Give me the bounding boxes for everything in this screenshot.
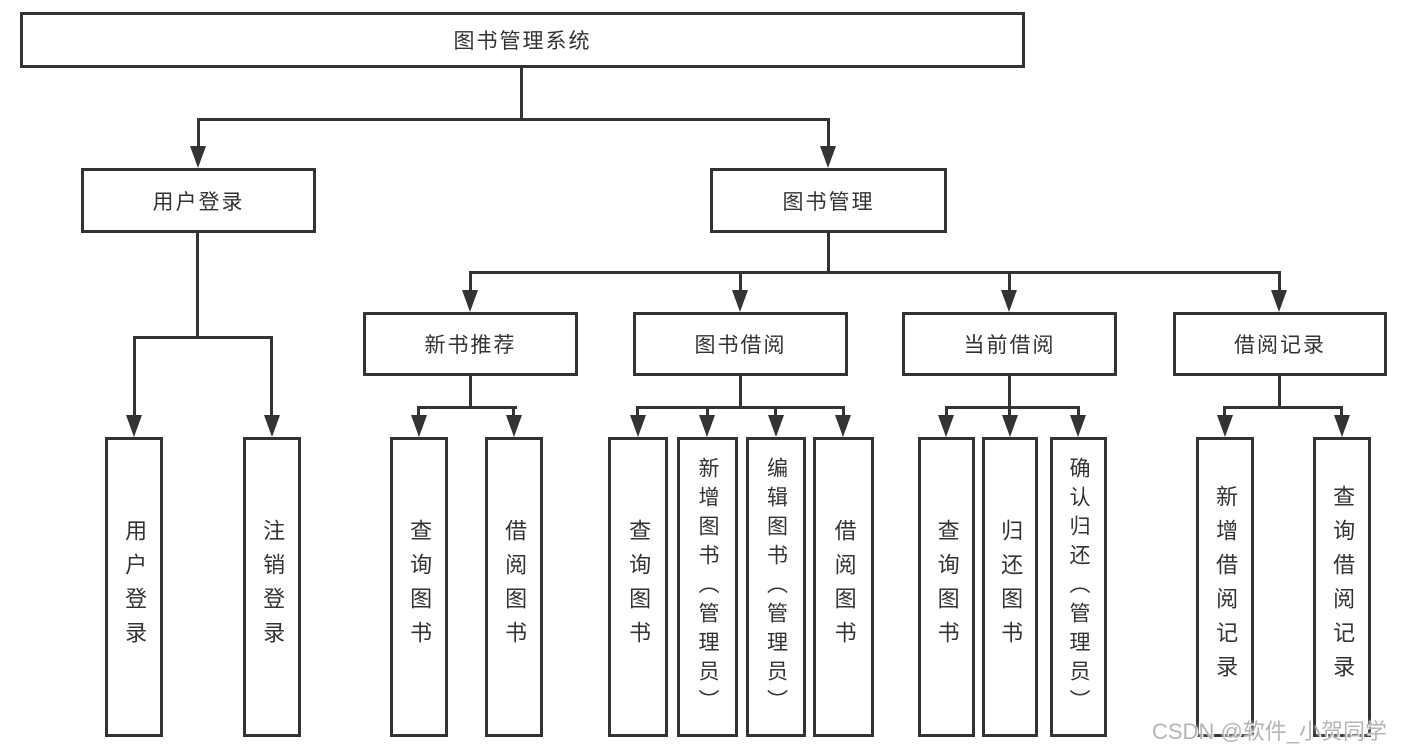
arrow-down-icon: [1070, 415, 1086, 437]
leaf-label: 借阅图书: [831, 519, 857, 655]
node-label: 当前借阅: [963, 334, 1056, 357]
arrow-down-icon: [938, 415, 954, 437]
node-label: 新书推荐: [424, 334, 517, 357]
connector-current-drop-1: [945, 406, 948, 417]
leaf-nb-query-books: 查询图书: [390, 437, 448, 737]
arrow-down-icon: [1001, 290, 1017, 312]
connector-bookmgmt-drop-3: [1008, 271, 1011, 292]
connector-userlogin-drop-1: [133, 336, 136, 418]
leaf-label: 查询图书: [934, 519, 960, 655]
leaf-label: 用户登录: [122, 519, 148, 655]
node-book-borrow: 图书借阅: [633, 312, 848, 376]
leaf-bb-add-books-admin: 新增图书（管理员）: [677, 437, 738, 737]
node-label: 用户登录: [152, 190, 245, 214]
connector-borrow-drop-2: [706, 406, 709, 417]
connector-bookmgmt-drop-1: [469, 271, 472, 292]
arrow-down-icon: [462, 290, 478, 312]
connector-current-drop-2: [1008, 406, 1011, 417]
leaf-cb-query-books: 查询图书: [918, 437, 975, 737]
leaf-cb-confirm-return-admin: 确认归还（管理员）: [1050, 437, 1107, 737]
leaf-label: 确认归还（管理员）: [1067, 456, 1091, 718]
connector-borrow-bar: [636, 406, 845, 409]
connector-newbooks-stem: [469, 375, 472, 408]
connector-bookmgmt-drop-2: [739, 271, 742, 292]
leaf-br-add-record: 新增借阅记录: [1196, 437, 1254, 737]
node-label: 借阅记录: [1234, 334, 1326, 357]
connector-userlogin-drop-2: [270, 336, 273, 418]
connector-root-drop-right: [827, 118, 830, 148]
connector-root-stem: [520, 66, 523, 121]
arrow-down-icon: [768, 415, 784, 437]
connector-current-drop-3: [1077, 406, 1080, 417]
connector-root-drop-left: [197, 118, 200, 148]
connector-current-bar: [945, 406, 1080, 409]
leaf-nb-borrow-books: 借阅图书: [485, 437, 543, 737]
node-root: 图书管理系统: [20, 12, 1025, 68]
node-borrow-records: 借阅记录: [1173, 312, 1387, 376]
connector-borrow-drop-1: [636, 406, 639, 417]
connector-bookmgmt-drop-4: [1278, 271, 1281, 292]
connector-current-stem: [1008, 375, 1011, 408]
node-user-login: 用户登录: [81, 168, 316, 233]
connector-newbooks-bar: [417, 406, 517, 409]
connector-bookmgmt-stem: [827, 232, 830, 274]
connector-records-drop-1: [1223, 406, 1226, 417]
leaf-label: 归还图书: [998, 519, 1024, 655]
connector-userlogin-stem: [196, 232, 199, 338]
connector-borrow-drop-3: [774, 406, 777, 417]
leaf-label: 新增借阅记录: [1213, 485, 1239, 689]
connector-newbooks-drop-2: [512, 406, 515, 417]
connector-records-stem: [1278, 375, 1281, 408]
leaf-label: 借阅图书: [502, 519, 528, 655]
arrow-down-icon: [1271, 290, 1287, 312]
leaf-bb-edit-books-admin: 编辑图书（管理员）: [746, 437, 806, 737]
leaf-label: 查询借阅记录: [1330, 485, 1356, 689]
arrow-down-icon: [820, 146, 836, 168]
leaf-label: 新增图书（管理员）: [696, 456, 720, 718]
leaf-label: 编辑图书（管理员）: [764, 456, 788, 718]
leaf-user-login: 用户登录: [105, 437, 163, 737]
connector-newbooks-drop-1: [417, 406, 420, 417]
connector-userlogin-bar: [133, 336, 273, 339]
node-book-management: 图书管理: [710, 168, 947, 233]
leaf-logout: 注销登录: [243, 437, 301, 737]
arrow-down-icon: [1334, 415, 1350, 437]
arrow-down-icon: [126, 415, 142, 437]
arrow-down-icon: [732, 290, 748, 312]
node-new-book-recommend: 新书推荐: [363, 312, 578, 376]
leaf-cb-return-books: 归还图书: [982, 437, 1038, 737]
leaf-bb-query-books: 查询图书: [608, 437, 668, 737]
leaf-label: 注销登录: [260, 519, 286, 655]
page-title: 图书管理系统: [453, 30, 592, 53]
arrow-down-icon: [411, 415, 427, 437]
arrow-down-icon: [835, 415, 851, 437]
leaf-label: 查询图书: [407, 519, 433, 655]
node-current-borrow: 当前借阅: [902, 312, 1117, 376]
connector-bookmgmt-bar: [469, 271, 1280, 274]
arrow-down-icon: [190, 146, 206, 168]
connector-records-bar: [1223, 406, 1343, 409]
watermark: CSDN @软件_小贺同学: [1152, 719, 1388, 744]
arrow-down-icon: [699, 415, 715, 437]
leaf-bb-borrow-books: 借阅图书: [813, 437, 874, 737]
arrow-down-icon: [506, 415, 522, 437]
leaf-br-query-record: 查询借阅记录: [1313, 437, 1371, 737]
arrow-down-icon: [1002, 415, 1018, 437]
arrow-down-icon: [630, 415, 646, 437]
node-label: 图书管理: [782, 190, 875, 214]
connector-borrow-drop-4: [842, 406, 845, 417]
leaf-label: 查询图书: [626, 519, 652, 655]
arrow-down-icon: [264, 415, 280, 437]
connector-borrow-stem: [739, 375, 742, 408]
node-label: 图书借阅: [694, 334, 787, 357]
connector-root-bar: [197, 118, 830, 121]
arrow-down-icon: [1217, 415, 1233, 437]
connector-records-drop-2: [1340, 406, 1343, 417]
